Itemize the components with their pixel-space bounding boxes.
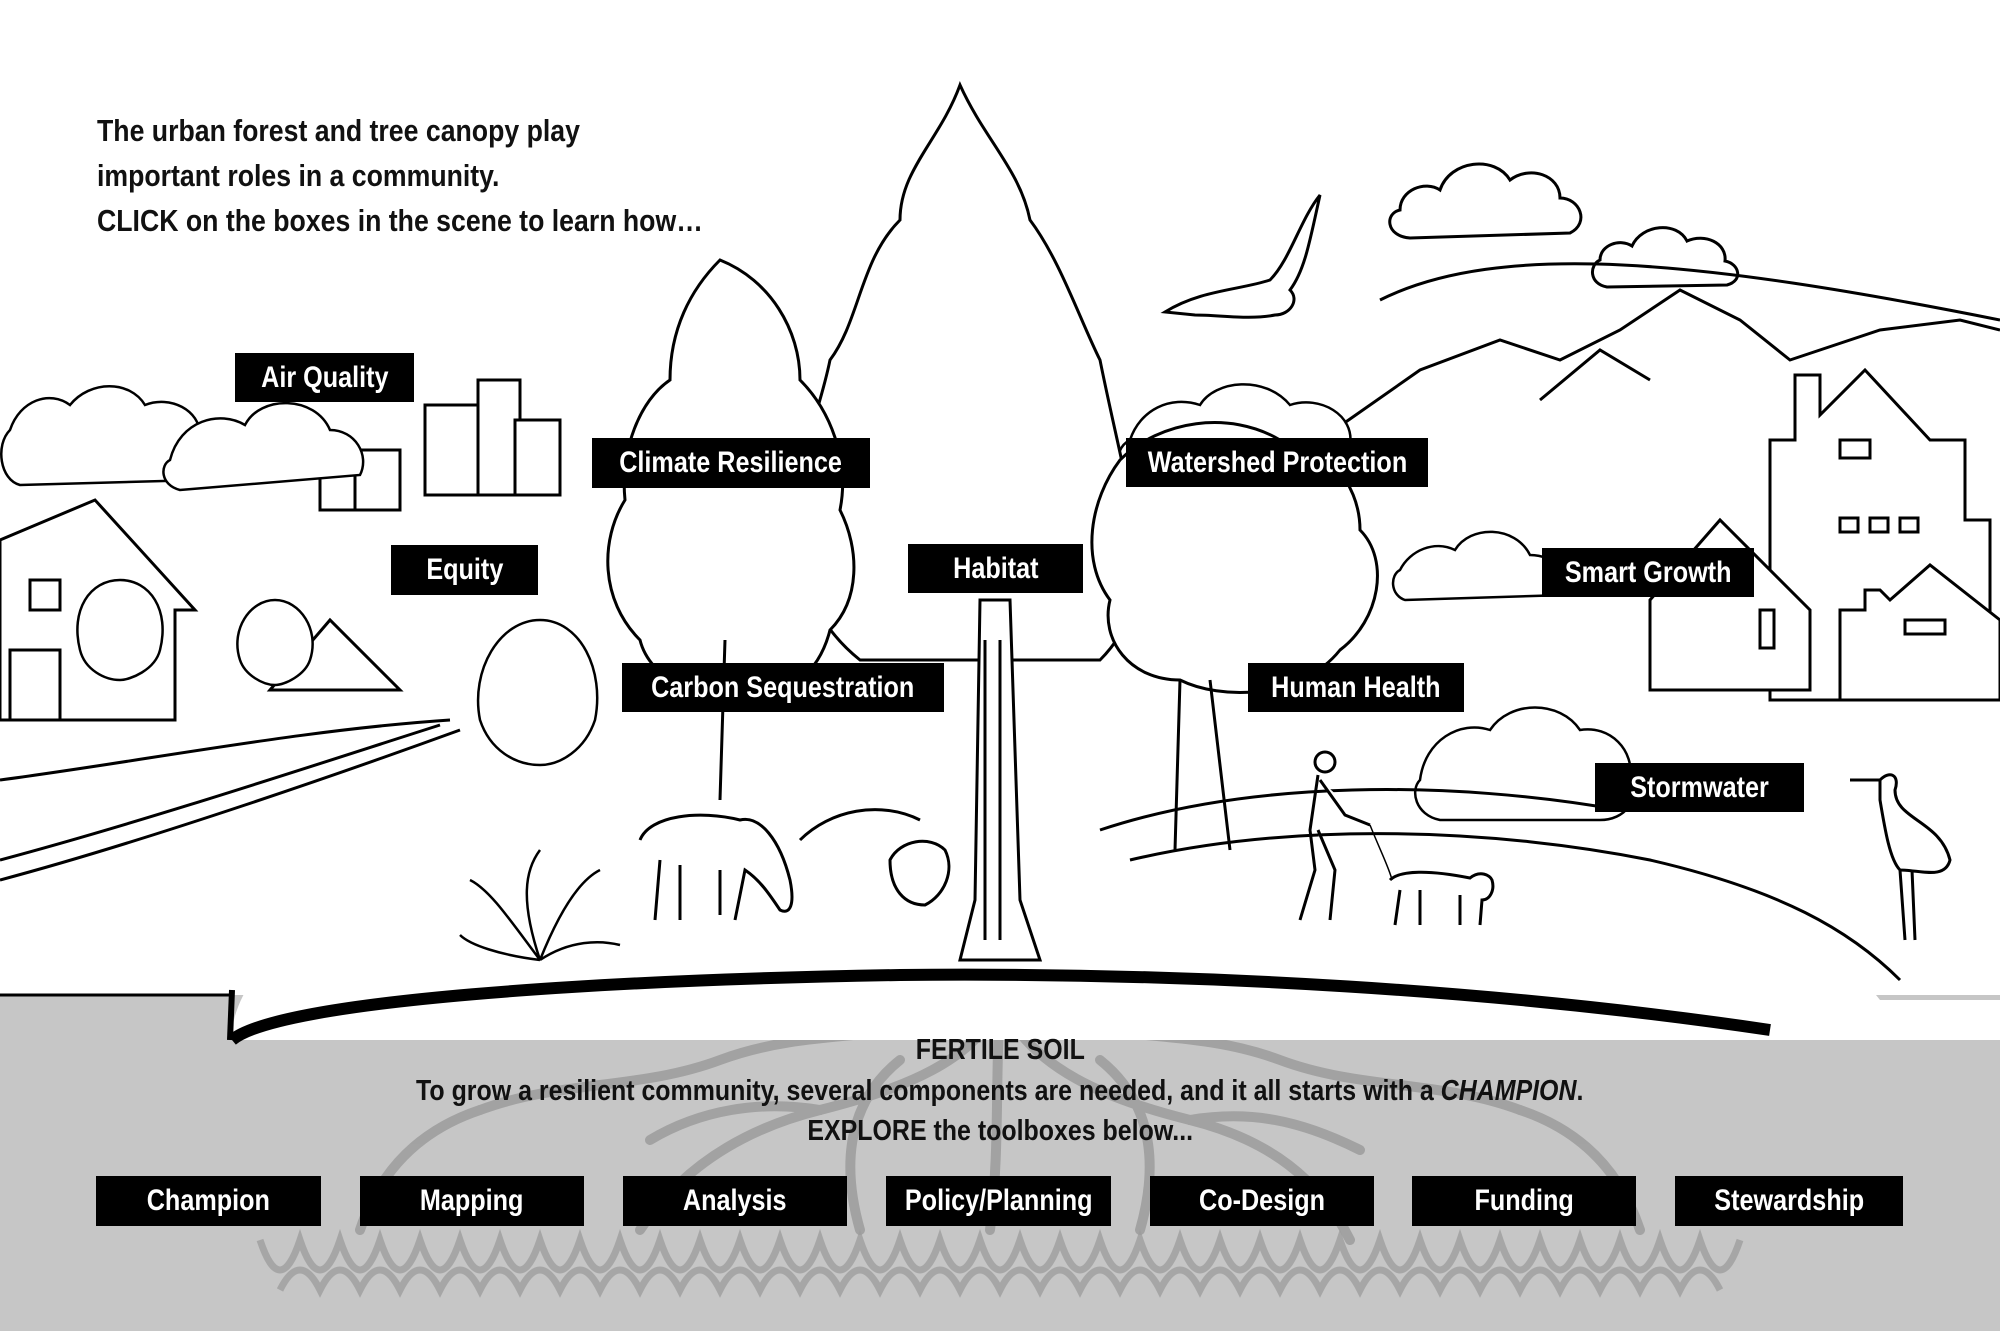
toolbox-co-design-label: Co-Design [1199,1184,1325,1217]
toolbox-funding-button[interactable]: Funding [1412,1176,1636,1226]
left-houses [0,498,404,722]
carbon-sequestration-button[interactable]: Carbon Sequestration [622,663,944,712]
climate-resilience-button[interactable]: Climate Resilience [592,438,870,488]
intro-line-2: important roles in a community. [97,158,500,193]
deer-and-raccoon [638,808,951,921]
soil-description-prefix: To grow a resilient community, several c… [416,1075,1441,1107]
smart-growth-label: Smart Growth [1564,555,1732,589]
air-quality-button[interactable]: Air Quality [235,353,414,402]
human-health-button[interactable]: Human Health [1248,663,1464,712]
soil-title: FERTILE SOIL [915,1034,1085,1066]
soil-description-suffix: . [1576,1075,1584,1107]
stormwater-label: Stormwater [1630,770,1769,804]
carbon-sequestration-label: Carbon Sequestration [651,670,915,704]
left-tree [606,258,856,801]
stormwater-button[interactable]: Stormwater [1595,763,1804,812]
toolbox-funding-label: Funding [1474,1184,1574,1217]
mountains [1319,262,2000,442]
hawk-drawing [1160,194,1322,319]
explore-toolboxes-text: EXPLORE the toolboxes below... [807,1115,1193,1147]
root-tips [256,1228,1744,1298]
toolbox-mapping-label: Mapping [420,1184,524,1217]
ground-border [228,968,1771,1045]
equity-label: Equity [425,553,503,586]
woman-with-dog [1298,750,1495,926]
climate-resilience-label: Climate Resilience [619,446,843,479]
toolbox-policy-planning-label: Policy/Planning [904,1184,1093,1217]
watershed-protection-label: Watershed Protection [1147,445,1407,479]
right-houses [1648,367,2000,702]
air-quality-label: Air Quality [260,360,389,394]
walking-path [1099,788,1902,982]
smart-growth-button[interactable]: Smart Growth [1542,548,1754,597]
heron [1850,773,1952,941]
intro-text: The urban forest and tree canopy play im… [97,108,703,243]
intro-line-1: The urban forest and tree canopy play [97,113,580,148]
central-tree [796,81,1142,962]
toolbox-stewardship-label: Stewardship [1714,1184,1864,1217]
soil-description: To grow a resilient community, several c… [0,1075,2000,1108]
toolbox-champion-label: Champion [146,1184,271,1217]
toolbox-policy-planning-button[interactable]: Policy/Planning [886,1176,1111,1226]
toolbox-mapping-button[interactable]: Mapping [360,1176,584,1226]
champion-emphasis: CHAMPION [1440,1075,1577,1107]
ground-edge [230,895,2000,1040]
street [0,718,461,882]
intro-line-3: CLICK on the boxes in the scene to learn… [97,203,703,238]
toolbox-stewardship-button[interactable]: Stewardship [1675,1176,1903,1226]
watershed-protection-button[interactable]: Watershed Protection [1126,438,1428,487]
toolbox-analysis-button[interactable]: Analysis [623,1176,847,1226]
habitat-button[interactable]: Habitat [908,544,1083,593]
toolbox-champion-button[interactable]: Champion [96,1176,321,1226]
ferns [459,849,621,962]
habitat-label: Habitat [952,551,1039,585]
toolbox-co-design-button[interactable]: Co-Design [1150,1176,1374,1226]
human-health-label: Human Health [1271,670,1441,704]
equity-button[interactable]: Equity [391,545,538,595]
toolbox-analysis-label: Analysis [683,1184,787,1217]
